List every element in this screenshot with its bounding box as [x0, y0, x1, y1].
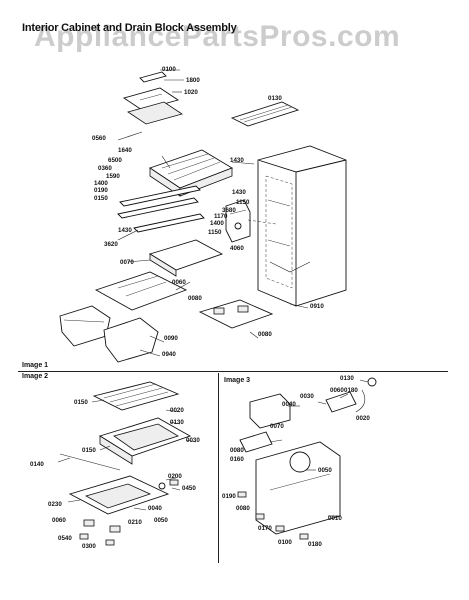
label: 1150 [236, 199, 250, 206]
label: 0180 [308, 541, 322, 548]
label: 0560 [92, 135, 106, 142]
label: 0360 [98, 165, 112, 172]
label: 1430 [118, 227, 132, 234]
label: 0030 [300, 393, 314, 400]
part-shelf-top-right [230, 101, 300, 127]
label: 0040 [148, 505, 162, 512]
caption-image3: Image 3 [224, 377, 251, 384]
horizontal-divider [18, 371, 448, 372]
labels-main: 0100 1800 1020 0130 0560 1640 6500 0360 … [92, 66, 324, 358]
label: 1430 [232, 189, 246, 196]
label: 4060 [230, 245, 244, 252]
leader-lines-main [117, 69, 309, 357]
label: 0450 [182, 485, 196, 492]
label: 0060 [330, 387, 344, 394]
label: 1430 [230, 157, 244, 164]
label: 0150 [74, 399, 88, 406]
label: 0140 [30, 461, 44, 468]
label: 0080 [236, 505, 250, 512]
label: 0100 [278, 539, 292, 546]
label: 1590 [106, 173, 120, 180]
label: 0190 [94, 187, 108, 194]
label: 0040 [282, 401, 296, 408]
label: 1150 [208, 229, 222, 236]
label: 3680 [222, 207, 236, 214]
label: 0130 [268, 95, 282, 102]
label: 1170 [214, 213, 228, 220]
watermark: AppliancePartsPros.com [34, 20, 401, 53]
label: 0010 [328, 515, 342, 522]
label: 0050 [154, 517, 168, 524]
part-drain-block [225, 199, 251, 243]
label: 0070 [270, 423, 284, 430]
part-cabinet [257, 145, 347, 307]
label: 0080 [230, 447, 244, 454]
label: 0080 [188, 295, 202, 302]
label: 0090 [164, 335, 178, 342]
diagram-title: Interior Cabinet and Drain Block Assembl… [22, 22, 237, 34]
label: 1400 [210, 220, 224, 227]
label: 1400 [94, 180, 108, 187]
label: 6500 [108, 157, 122, 164]
label: 0940 [162, 351, 176, 358]
label: 0070 [120, 259, 134, 266]
label: 0030 [186, 437, 200, 444]
label: 0130 [340, 375, 354, 382]
label: 0150 [94, 195, 108, 202]
label: 0020 [170, 407, 184, 414]
caption-image2: Image 2 [22, 373, 49, 380]
part-crisper-cover [148, 239, 224, 277]
label: 0910 [310, 303, 324, 310]
image2-labels: 0150 0020 0130 0030 0140 0150 0200 0450 … [30, 399, 200, 550]
image3-parts [237, 377, 377, 540]
caption-image1: Image 1 [22, 362, 49, 369]
label: 0060 [52, 517, 66, 524]
label: 0540 [58, 535, 72, 542]
label: 0160 [230, 456, 244, 463]
label: 1800 [186, 77, 200, 84]
label: 0170 [258, 525, 272, 532]
part-glass-shelf-right [198, 299, 274, 329]
label: 0200 [168, 473, 182, 480]
label: 0180 [344, 387, 358, 394]
label: 3620 [104, 241, 118, 248]
label: 0300 [82, 543, 96, 550]
part-bracket-top [122, 71, 183, 125]
image2-parts [59, 381, 192, 546]
label: 0020 [356, 415, 370, 422]
label: 1640 [118, 147, 132, 154]
label: 0230 [48, 501, 62, 508]
image3-labels: 0130 0060 0180 0040 0030 0020 0070 0080 … [222, 375, 370, 548]
label: 0100 [162, 66, 176, 73]
label: 0080 [258, 331, 272, 338]
label: 0150 [82, 447, 96, 454]
label: 0060 [172, 279, 186, 286]
label: 0130 [170, 419, 184, 426]
part-crisper-pans [59, 305, 159, 363]
image2-leaders [57, 399, 197, 511]
label: 1020 [184, 89, 198, 96]
label: 0210 [128, 519, 142, 526]
image3-leaders [269, 379, 369, 517]
vertical-divider [218, 373, 219, 563]
label: 0050 [318, 467, 332, 474]
part-rails [117, 185, 205, 233]
part-lower-cover [94, 271, 188, 311]
label: 0190 [222, 493, 236, 500]
